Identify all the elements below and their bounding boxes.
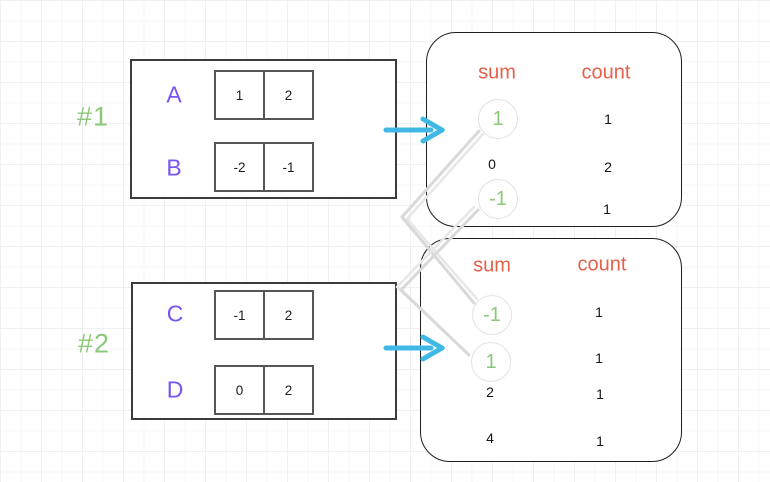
example-1-row-1-sum: 0: [488, 156, 496, 172]
example-2-row-2-sum: 2: [486, 384, 494, 400]
example-2-count-header: count: [577, 253, 627, 276]
example-2-row-1-sum: 1: [485, 350, 497, 373]
array-c-label: C: [166, 300, 184, 327]
array-c-cells: -1 2: [214, 290, 314, 340]
example-1-row-2-sum: -1: [489, 187, 507, 210]
array-a-cells: 1 2: [214, 70, 314, 120]
example-1-array-box: A 1 2 B -2 -1: [130, 59, 397, 199]
array-d-cell-1: 2: [263, 365, 314, 415]
array-b-cells: -2 -1: [214, 142, 314, 192]
example-2-row-2-count: 1: [596, 386, 604, 402]
example-2-row-3-sum: 4: [486, 430, 494, 446]
array-b-cell-1: -1: [263, 142, 314, 192]
example-2-row-1-count: 1: [595, 350, 603, 366]
array-d-label: D: [166, 376, 184, 403]
array-d-cell-0: 0: [214, 365, 265, 415]
example-1-label: #1: [76, 101, 110, 132]
array-a-cell-0: 1: [214, 70, 265, 120]
highlight-circle-sum-neg1-2: -1: [472, 295, 512, 335]
array-c-cell-0: -1: [214, 290, 265, 340]
array-a-label: A: [166, 81, 182, 108]
example-1-sum-table: sum count 1 1 0 2 -1 1: [426, 32, 682, 227]
example-1-row-0-count: 1: [604, 111, 612, 127]
array-b-cell-0: -2: [214, 142, 265, 192]
highlight-circle-sum-1-2: 1: [471, 342, 511, 382]
example-2-row-3-count: 1: [596, 433, 604, 449]
example-2-label: #2: [77, 328, 111, 359]
example-2-row-0-sum: -1: [483, 303, 501, 326]
example-1-count-header: count: [581, 61, 631, 84]
example-2-array-box: C -1 2 D 0 2: [131, 282, 397, 420]
example-2-sum-table: sum count -1 1 1 1 2 1 4 1: [420, 238, 682, 462]
array-d-cells: 0 2: [214, 365, 314, 415]
example-1-row-0-sum: 1: [492, 107, 504, 130]
array-c-cell-1: 2: [263, 290, 314, 340]
highlight-circle-sum-neg1: -1: [478, 179, 518, 219]
array-b-label: B: [166, 154, 182, 181]
array-a-cell-1: 2: [263, 70, 314, 120]
example-2-row-0-count: 1: [595, 304, 603, 320]
example-1-sum-header: sum: [478, 61, 516, 84]
highlight-circle-sum-1: 1: [478, 99, 518, 139]
example-1-row-1-count: 2: [604, 159, 612, 175]
example-1-row-2-count: 1: [603, 201, 611, 217]
example-2-sum-header: sum: [473, 254, 511, 277]
